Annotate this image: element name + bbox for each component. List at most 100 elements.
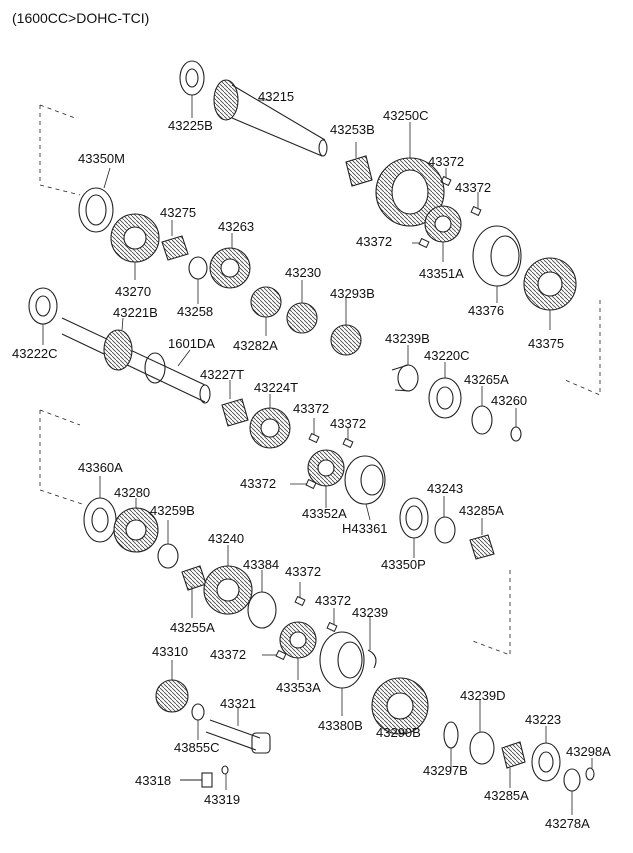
part-label: 43353A (276, 680, 321, 695)
part-label: 43280 (114, 485, 150, 500)
sleeve-43258 (188, 256, 208, 280)
gear-43282A (250, 286, 282, 318)
part-label: 43375 (528, 336, 564, 351)
washer-43319 (221, 765, 229, 775)
shaft-43321 (205, 719, 271, 754)
sleeve-43376 (472, 225, 522, 287)
part-label: H43361 (342, 521, 388, 536)
part-label: 43290B (376, 725, 421, 740)
gear-43240 (203, 565, 253, 615)
ring-43350M (78, 187, 114, 233)
bearing-43255A (181, 565, 207, 591)
bearing-43223 (531, 742, 561, 782)
gear-43290B (371, 677, 429, 735)
part-label: 43372 (428, 154, 464, 169)
part-label: 43380B (318, 718, 363, 733)
part-label: 43222C (12, 346, 58, 361)
needle-bearing (345, 155, 373, 187)
part-label: 43253B (330, 122, 375, 137)
part-label: 43225B (168, 118, 213, 133)
ring-43360A (83, 497, 117, 543)
part-label: 43351A (419, 266, 464, 281)
sleeve-43380B (319, 631, 365, 689)
part-label: 43384 (243, 557, 279, 572)
part-label: 43318 (135, 773, 171, 788)
bearing-43222C (28, 287, 58, 325)
part-label: 43258 (177, 304, 213, 319)
gear-43375 (523, 257, 577, 311)
part-label: 43350M (78, 151, 125, 166)
part-label: 43360A (78, 460, 123, 475)
part-label: 43265A (464, 372, 509, 387)
sync-43352A (307, 449, 345, 487)
guide-lines (39, 104, 601, 656)
part-label: 43372 (330, 416, 366, 431)
gear-43263 (209, 247, 251, 289)
ring-43297B (443, 721, 459, 749)
bearing-43220C (428, 377, 462, 419)
part-label: 43372 (315, 593, 351, 608)
part-label: 43263 (218, 219, 254, 234)
part-label: 43240 (208, 531, 244, 546)
part-label: 43250C (383, 108, 429, 123)
part-label: 43298A (566, 744, 611, 759)
bearing-43275 (161, 235, 189, 261)
gear-43230 (286, 302, 318, 334)
sleeve-43243 (157, 543, 179, 569)
sync-43353A (279, 621, 317, 659)
part-label: 43350P (381, 557, 426, 572)
part-label: 43372 (356, 234, 392, 249)
part-label: 1601DA (168, 336, 215, 351)
part-label: 43215 (258, 89, 294, 104)
part-label: 43243 (427, 481, 463, 496)
gear-43260 (249, 407, 291, 449)
bolt-43318 (180, 772, 213, 788)
part-label: 43223 (525, 712, 561, 727)
part-label: 43227T (200, 367, 244, 382)
part-label: 43372 (210, 647, 246, 662)
ring-43227T (471, 405, 493, 435)
part-label: 43275 (160, 205, 196, 220)
part-label: 43270 (115, 284, 151, 299)
part-label: 43372 (240, 476, 276, 491)
part-label: 43285A (459, 503, 504, 518)
part-label: 43319 (204, 792, 240, 807)
part-label: 43376 (468, 303, 504, 318)
part-label: 43260 (491, 393, 527, 408)
part-label: 43293B (330, 286, 375, 301)
bearing-43285A-upper (469, 534, 495, 560)
bearing-43285A-lower (501, 741, 526, 769)
part-label: 43255A (170, 620, 215, 635)
sleeve-H43361 (344, 455, 386, 505)
part-label: 43372 (455, 180, 491, 195)
part-label: 43278A (545, 816, 590, 831)
part-label: 43259B (150, 503, 195, 518)
bearing-43225B (179, 60, 205, 96)
part-label: 43239D (460, 688, 506, 703)
part-label: 43372 (285, 564, 321, 579)
engine-variant-title: (1600CC>DOHC-TCI) (12, 10, 150, 26)
gear-43280 (113, 507, 159, 553)
part-label: 43352A (302, 506, 347, 521)
part-label: 43297B (423, 763, 468, 778)
gear-43270 (110, 213, 160, 263)
part-label: 43221B (113, 305, 158, 320)
sleeve-43259B (434, 516, 456, 544)
part-label: 43224T (254, 380, 298, 395)
keys (275, 175, 482, 661)
part-label: 43220C (424, 348, 470, 363)
clip-43239 (367, 649, 377, 669)
ring-43224T (510, 426, 522, 442)
gear-43310 (155, 679, 189, 713)
sleeve-43239D (469, 731, 495, 765)
sleeve-43239B (391, 364, 419, 392)
gear-43250C (375, 157, 445, 227)
part-label: 43239B (385, 331, 430, 346)
output-shaft (61, 317, 211, 404)
input-shaft (213, 79, 328, 157)
ring-43350P (399, 497, 429, 539)
part-labels: 43225B 43215 43253B 43250C 43350M 43372 43372 4… (12, 89, 611, 831)
gear-43293B (330, 324, 362, 356)
